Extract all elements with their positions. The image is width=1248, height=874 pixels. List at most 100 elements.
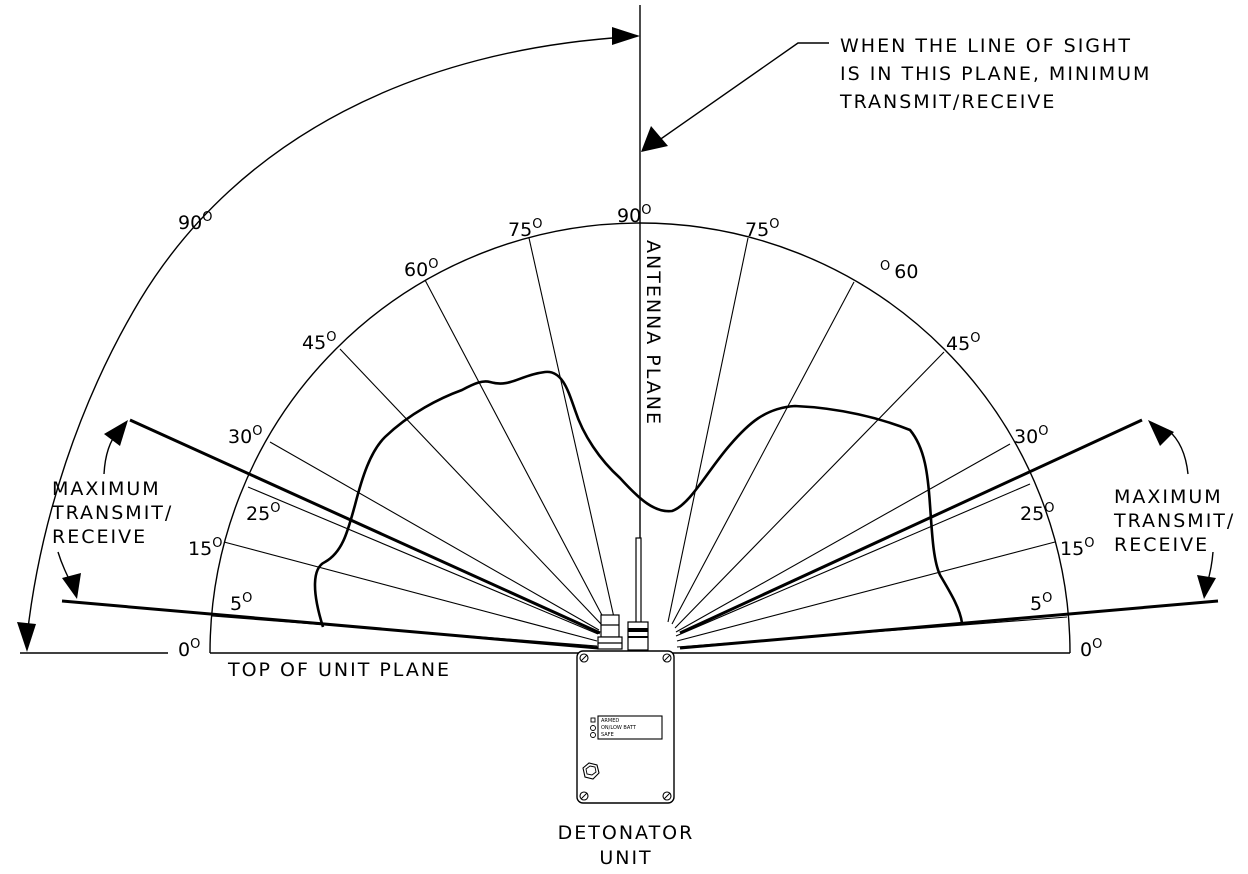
max-right-curve-arrow-top [1167, 429, 1189, 475]
angle-num: 5 [1030, 593, 1042, 615]
angle-degree: O [212, 536, 222, 551]
angle-label-left-15: 15O [188, 536, 222, 560]
angle-num: 60 [894, 261, 918, 283]
angle-num: 0 [178, 639, 190, 661]
angle-degree: O [1084, 536, 1094, 551]
max-line-right-upper [679, 418, 1143, 635]
max-left-line-3: RECEIVE [52, 526, 147, 548]
angle-degree: O [769, 217, 779, 232]
angle-label-right-15: 15O [1060, 536, 1094, 560]
angle-degree: O [970, 331, 980, 346]
screw-slot-br [663, 792, 671, 800]
status-indicator-safe [590, 732, 596, 738]
angle-degree: O [1042, 591, 1052, 606]
max-line-right-lower [679, 599, 1219, 650]
angle-degree: O [190, 637, 200, 652]
angle-label-left-45: 45O [302, 330, 336, 354]
unit-label-line-2: UNIT [599, 847, 652, 869]
leader-arrowhead [641, 126, 668, 152]
max-right-line-1: MAXIMUM [1114, 486, 1223, 508]
radial-right-25 [675, 483, 1031, 637]
ninety-degree-dimension-arc [26, 36, 628, 638]
angle-num: 25 [1020, 503, 1044, 525]
hex-plug-inner [585, 765, 597, 776]
detonator-unit-box [576, 650, 675, 804]
max-right-line-2: TRANSMIT/ [1113, 510, 1235, 532]
radial-right-30 [675, 443, 1011, 633]
panel-text-safe: SAFE [601, 732, 614, 738]
angle-num: 15 [188, 538, 212, 560]
angle-degree: O [1038, 424, 1048, 439]
screw-slot-bl [580, 792, 588, 800]
angle-num: 90 [617, 205, 641, 227]
angle-label-right-30: 30O [1014, 424, 1048, 448]
angle-num: 0 [1080, 639, 1092, 661]
max-line-left-lower [61, 599, 599, 650]
angle-num: 75 [508, 219, 532, 241]
angle-degree: O [242, 591, 252, 606]
radial-left-25 [247, 486, 599, 635]
radial-left-75 [528, 237, 616, 623]
angle-degree: O [1044, 501, 1054, 516]
panel-text-batt: ON/LOW BATT [601, 725, 637, 731]
arc-arrowhead-bottom [17, 622, 36, 652]
angle-label-left-30: 30O [228, 424, 262, 448]
angle-label-right-5: 5O [1030, 591, 1052, 615]
max-left-arrowhead-top [104, 420, 128, 446]
angle-label-left-60: 60O [404, 257, 438, 281]
side-connector-body [600, 614, 620, 638]
big-arc-angle-degree: O [202, 210, 212, 225]
angle-degree: O [326, 330, 336, 345]
angle-label-right-25: 25O [1020, 501, 1054, 525]
angle-degree: O [1092, 637, 1102, 652]
angle-num: 30 [228, 426, 252, 448]
angle-degree: O [880, 259, 890, 274]
angle-degree: O [641, 203, 651, 218]
max-left-line-2: TRANSMIT/ [51, 502, 173, 524]
angle-num: 45 [302, 332, 326, 354]
big-arc-angle-number: 90 [178, 212, 202, 234]
radial-right-60 [671, 281, 855, 625]
angle-label-left-5: 5O [230, 591, 252, 615]
max-left-arrowhead-bottom [62, 573, 81, 599]
angle-degree: O [252, 424, 262, 439]
angle-num: 75 [745, 219, 769, 241]
angle-degree: O [270, 501, 280, 516]
status-panel [597, 715, 663, 740]
angle-degree: O [532, 217, 542, 232]
angle-label-left-75: 75O [508, 217, 542, 241]
max-line-left-upper [129, 418, 601, 635]
angle-label-left-25: 25O [246, 501, 280, 525]
note-line-1: WHEN THE LINE OF SIGHT [840, 35, 1132, 57]
angle-num: 60 [404, 259, 428, 281]
status-indicator-armed [590, 717, 596, 723]
max-right-line-3: RECEIVE [1114, 534, 1209, 556]
angle-label-right-60: O 60 [880, 259, 918, 283]
radial-left-15 [223, 541, 598, 642]
unit-antenna-assembly [597, 537, 649, 651]
angle-label-right-45: 45O [946, 331, 980, 355]
unit-label-line-1: DETONATOR [558, 822, 695, 844]
radial-right-75 [667, 237, 749, 623]
angle-degree: O [428, 257, 438, 272]
radial-right-45 [674, 351, 945, 629]
arc-arrowhead-top [612, 27, 640, 45]
angle-label-top-90: 90O [617, 203, 651, 227]
big-arc-angle-label: 90O [178, 210, 212, 234]
panel-text-armed: ARMED [601, 718, 619, 724]
status-indicator-batt [590, 725, 596, 731]
max-transmit-lines [61, 418, 1219, 650]
line-of-sight-leader [654, 42, 829, 144]
screw-slot-tl [580, 654, 588, 662]
angle-label-left-0: 0O [178, 637, 200, 661]
max-right-arrowhead-bottom [1197, 575, 1216, 599]
max-left-line-1: MAXIMUM [52, 478, 161, 500]
max-right-arrowhead-top [1148, 420, 1174, 446]
angle-num: 5 [230, 593, 242, 615]
radiation-pattern-left-lobe [313, 370, 964, 628]
screw-slot-tr [663, 654, 671, 662]
angle-num: 30 [1014, 426, 1038, 448]
antenna-whip [635, 537, 642, 629]
radial-left-30 [269, 441, 600, 631]
